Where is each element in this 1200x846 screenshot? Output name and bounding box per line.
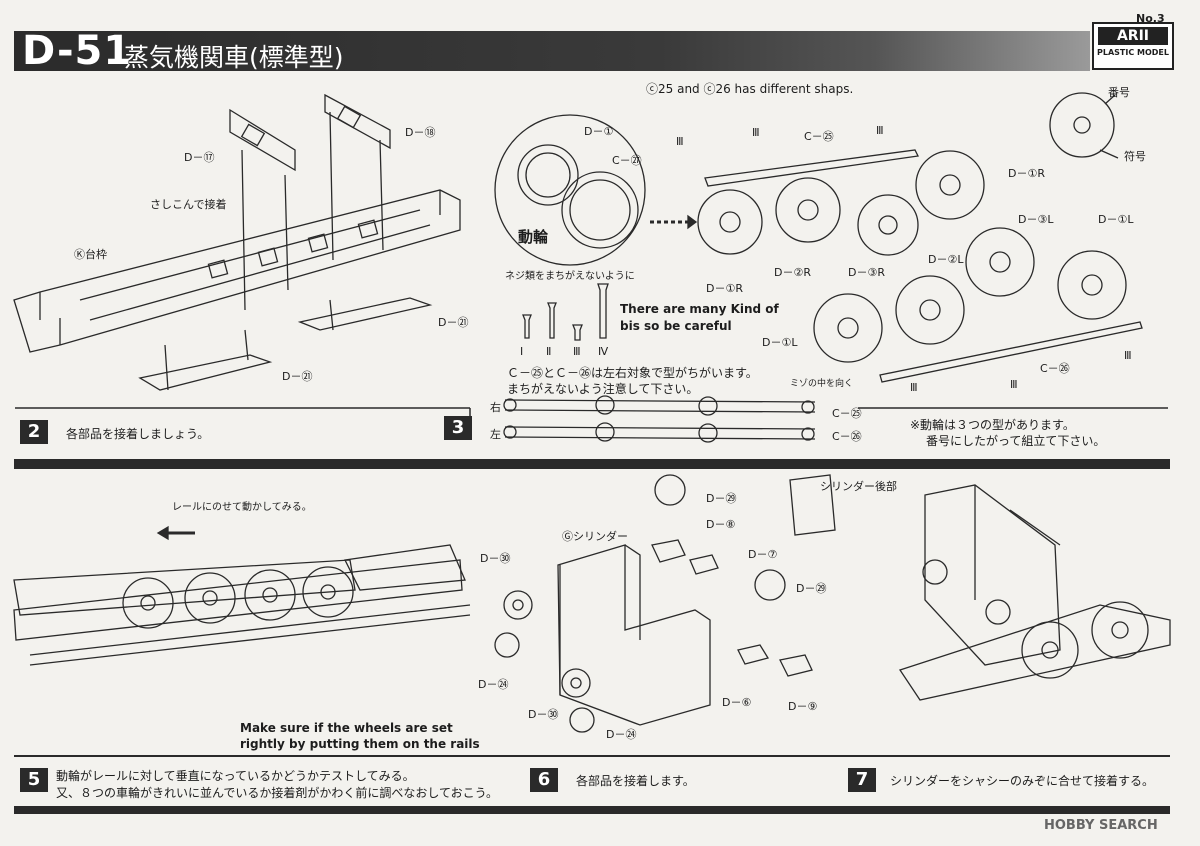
label-d24-b: D－㉔ [606,728,637,741]
label-d2r: D－②R [774,266,811,279]
step-3-note-1: ※動輪は３つの型があります。 [910,418,1075,432]
watermark: HOBBY SEARCH [1044,818,1158,833]
label-d1l-a: D－①L [1098,213,1134,226]
page-number: No.3 [1136,12,1165,25]
cylinder-parts-illustration [494,474,836,733]
label-d30-a: D－㉚ [480,552,511,565]
locomotive-on-rails [13,525,471,666]
label-sashikonde: さしこんで接着 [150,198,227,211]
wheel-detail-inset [494,114,698,266]
make-sure-2: rightly by putting them on the rails [240,737,480,751]
label-c25: C－㉕ [804,130,834,143]
rail-caption: レールにのせて動かしてみる。 [172,502,312,513]
label-c26-rod: C－㉖ [832,430,862,443]
step-5-text-1: 動輪がレールに対して垂直になっているかどうかテストしてみる。 [56,769,415,783]
label-c25-rod: C－㉕ [832,407,862,420]
connecting-rods [503,395,816,443]
label-c27: C－㉗ [612,154,642,167]
label-iii-f: Ⅲ [910,381,918,394]
bottom-bar [14,806,1170,814]
label-neji: ネジ類をまちがえないように [505,271,635,282]
page-subtitle: 蒸気機関車(標準型) [124,43,344,72]
label-d24-a: D－㉔ [478,678,509,691]
label-bango: 番号 [1108,86,1130,99]
label-screw-iv: Ⅳ [598,345,609,358]
section-divider [14,459,1170,469]
label-cylinder: Ⓖシリンダー [562,530,628,543]
label-cylinder-rear: シリンダー後部 [820,480,897,493]
label-fugo: 符号 [1124,150,1146,163]
label-d30-b: D－㉚ [528,708,559,721]
label-d3l: D－③L [1018,213,1054,226]
label-d8: D－⑧ [706,518,736,531]
note-many-kind-1: There are many Kind of [620,302,779,316]
label-d18: D－⑱ [405,126,436,139]
note-different-shapes: ⓒ25 and ⓒ26 has different shaps. [646,82,854,96]
label-d21-b: D－㉑ [282,370,313,383]
label-iii-d: Ⅲ [1124,349,1132,362]
note-lr-2: まちがえないよう注意して下さい。 [507,382,699,396]
chassis-frame-illustration [13,93,461,391]
label-d1: D－① [584,125,614,138]
label-d1r-a: D－①R [706,282,743,295]
label-iii-a: Ⅲ [676,135,684,148]
make-sure-1: Make sure if the wheels are set [240,721,453,735]
step-2-number: 2 [20,420,48,444]
step-3-number: 3 [444,416,472,440]
label-d29-a: D－㉙ [706,492,737,505]
label-d3r: D－③R [848,266,885,279]
step-5-number: 5 [20,768,48,792]
cylinder-mounted-illustration [898,484,1171,701]
label-screw-iii: Ⅲ [573,345,581,358]
label-d7: D－⑦ [748,548,778,561]
label-c26: C－㉖ [1040,362,1070,375]
brand-logo: ARII PLASTIC MODEL [1092,22,1174,70]
step-2-text: 各部品を接着しましょう。 [66,427,210,441]
label-d1l-b: D－①L [762,336,798,349]
label-d17: D－⑰ [184,151,215,164]
brand-name: ARII [1098,27,1168,45]
label-d9: D－⑨ [788,700,818,713]
step-rule [14,755,1170,757]
label-daiwaku: Ⓚ台枠 [74,248,107,261]
title-band [14,31,1090,71]
label-d6: D－⑥ [722,696,752,709]
label-d21-a: D－㉑ [438,316,469,329]
note-many-kind-2: bis so be careful [620,319,732,333]
label-d29-b: D－㉙ [796,582,827,595]
step-7-text: シリンダーをシャシーのみぞに合せて接着する。 [890,774,1155,788]
step-3-note-2: 番号にしたがって組立て下さい。 [926,434,1106,448]
label-iii-c: Ⅲ [876,124,884,137]
label-iii-b: Ⅲ [752,126,760,139]
label-iii-e: Ⅲ [1010,378,1018,391]
label-mizo: ミゾの中を向く [790,379,854,389]
page-title: D-51 [22,28,133,74]
label-screw-ii: Ⅱ [546,345,552,358]
step-6-text: 各部品を接着します。 [576,774,695,788]
screw-types [522,283,609,341]
step-5-text-2: 又、８つの車輪がきれいに並んでいるか接着剤がかわく前に調べなおしておこう。 [56,786,498,800]
label-hidari: 左 [490,428,501,441]
label-dorin: 動輪 [518,228,549,246]
label-migi: 右 [490,401,501,414]
label-d1r-b: D－①R [1008,167,1045,180]
note-lr-1: Ｃ－㉕とＣ－㉖は左右対象で型がちがいます。 [507,366,758,380]
step-6-number: 6 [530,768,558,792]
driving-wheels-illustration [697,92,1143,383]
label-screw-i: Ⅰ [520,345,524,358]
step-7-number: 7 [848,768,876,792]
brand-tagline: PLASTIC MODEL [1097,48,1169,57]
label-d2l: D－②L [928,253,964,266]
